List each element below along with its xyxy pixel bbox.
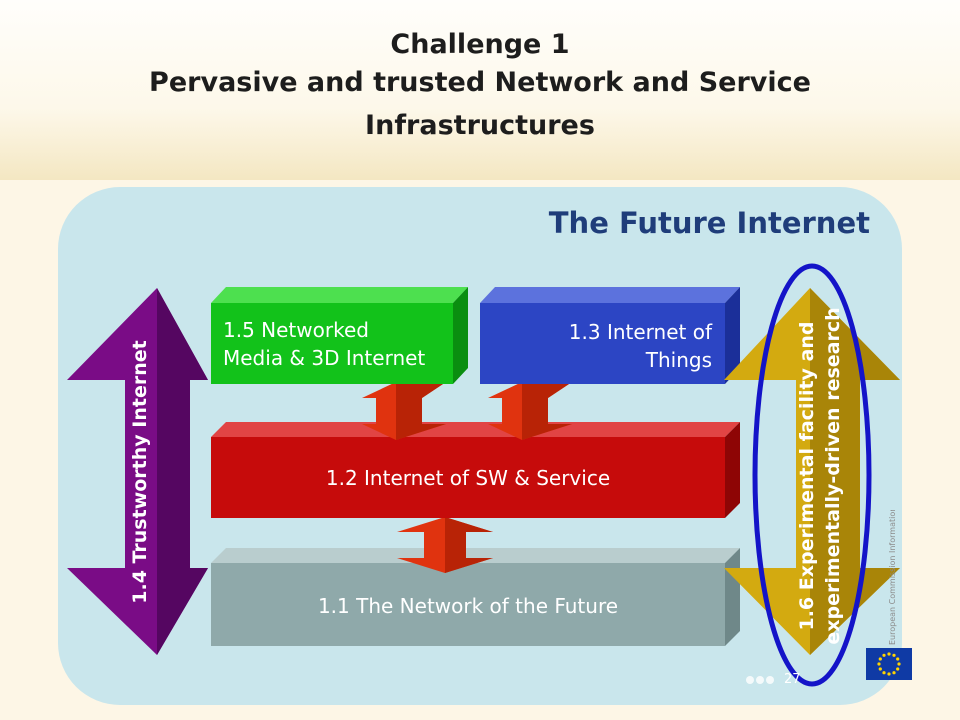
box-internet-of-things — [480, 287, 740, 384]
box-1-1-label: 1.1 The Network of the Future — [317, 594, 619, 618]
arrow-1-6-label-line-1: 1.6 Experimental facility and — [796, 321, 818, 631]
title-line-1: Challenge 1 — [390, 29, 570, 60]
arrow-1-1-to-1-2 — [397, 517, 493, 573]
eu-flag-icon — [866, 648, 912, 680]
page-number: 27 — [784, 672, 801, 687]
box-1-5-label: 1.5 Networked Media & 3D Internet — [223, 316, 425, 372]
arrow-trustworthy-internet — [67, 288, 208, 655]
header-band — [0, 0, 960, 180]
title-line-3: Infrastructures — [365, 110, 595, 141]
european-commission-text: European Commission Information Society … — [888, 510, 897, 645]
box-1-3-label: 1.3 Internet of Things — [490, 318, 712, 374]
arrow-1-5-to-1-2 — [362, 382, 446, 440]
arrow-experimental-facility — [724, 288, 900, 655]
future-internet-heading: The Future Internet — [548, 206, 870, 240]
box-1-5-label-line-1: 1.5 Networked — [223, 318, 369, 342]
title-line-2: Pervasive and trusted Network and Servic… — [149, 67, 811, 98]
box-1-3-label-line-2: Things — [645, 348, 712, 372]
box-1-3-label-line-1: 1.3 Internet of — [568, 320, 712, 344]
arrow-1-4-label: 1.4 Trustworthy Internet — [129, 340, 151, 604]
box-networked-media — [211, 287, 468, 384]
page-dots — [746, 676, 774, 684]
box-internet-sw-service — [211, 422, 740, 518]
box-1-2-label: 1.2 Internet of SW & Service — [325, 466, 611, 490]
box-network-of-the-future — [211, 548, 740, 646]
arrow-1-6-label: 1.6 Experimental facility and experiment… — [794, 306, 846, 646]
highlight-ellipse — [752, 263, 872, 687]
arrow-1-3-to-1-2 — [488, 382, 572, 440]
arrow-1-6-label-line-2: experimentally-driven research — [822, 307, 844, 645]
box-1-5-label-line-2: Media & 3D Internet — [223, 346, 426, 370]
